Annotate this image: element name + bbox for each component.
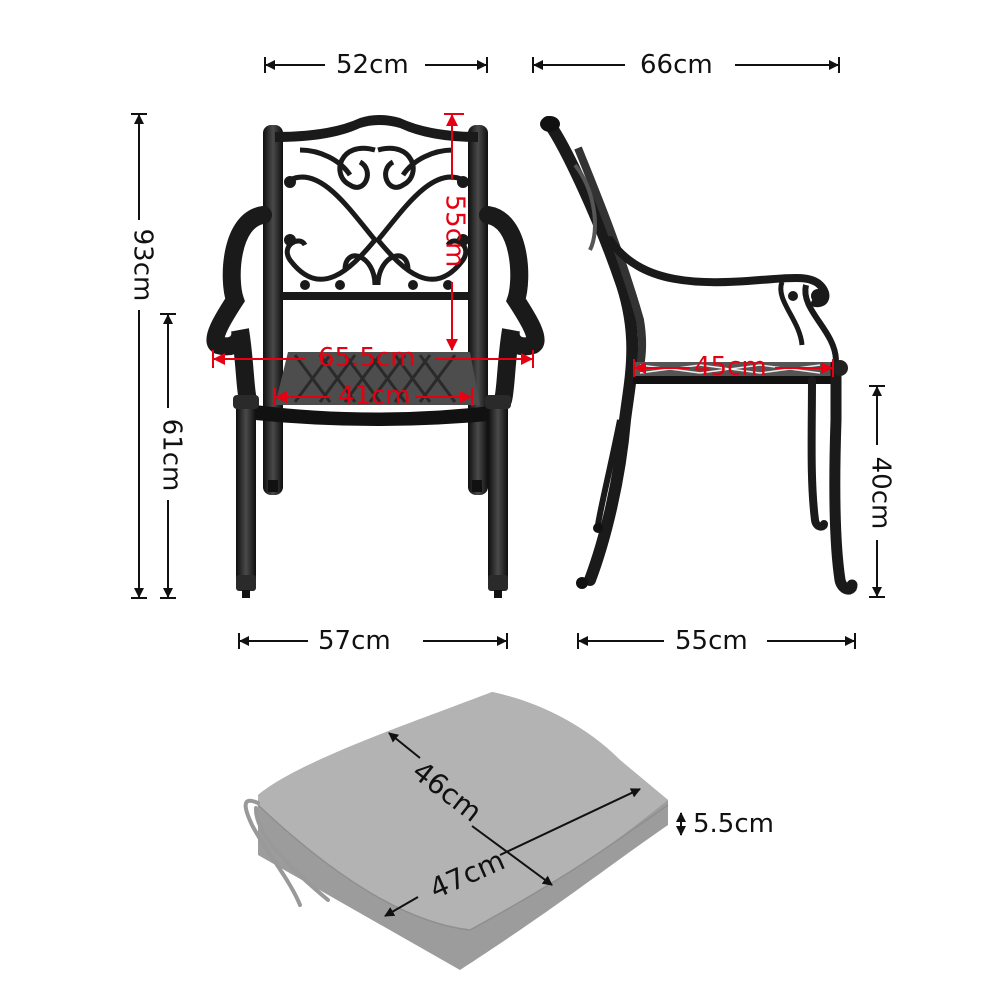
side-top-depth-label: 66cm <box>634 52 719 78</box>
backrest-height-label: 55cm <box>439 194 470 268</box>
arm-height-label: 61cm <box>156 414 187 496</box>
front-chair-drawing <box>206 115 545 598</box>
seat-width-label: 41cm <box>338 381 411 411</box>
overall-height-label: 93cm <box>127 224 158 306</box>
front-top-width-label: 52cm <box>330 52 415 78</box>
cushion-drawing <box>243 692 669 970</box>
cushion-thickness-label: 5.5cm <box>693 809 774 839</box>
seat-height-label: 40cm <box>865 452 896 534</box>
arm-span-label: 65.5cm <box>318 343 416 373</box>
front-bottom-width-label: 57cm <box>312 628 397 654</box>
red-dimension-lines <box>212 113 834 406</box>
black-dimension-lines <box>131 57 885 917</box>
seat-depth-label: 45cm <box>694 352 767 382</box>
side-bottom-depth-label: 55cm <box>669 628 754 654</box>
